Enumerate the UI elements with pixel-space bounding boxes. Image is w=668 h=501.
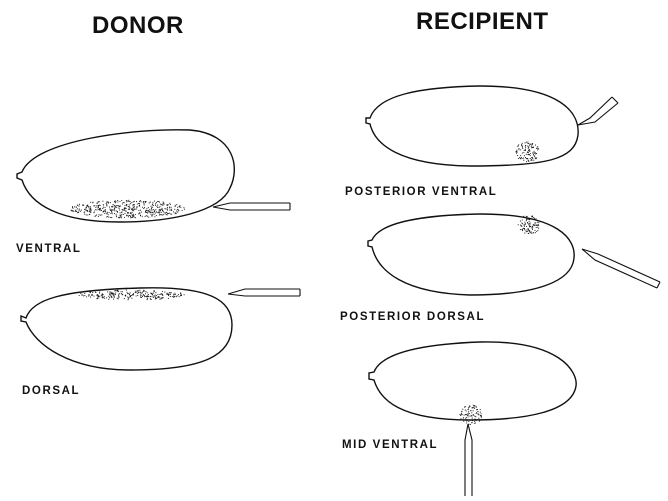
recipient-posterior-ventral-egg-group [366,86,618,166]
donor-dorsal-egg-group [21,288,300,370]
recipient-posterior-ventral-needle [578,97,618,125]
recipient-posterior-dorsal-egg-group [368,214,660,295]
recipient-posterior-ventral-stipple [515,142,539,163]
donor-ventral-needle [213,203,290,210]
donor-ventral-egg-group [17,130,290,222]
recipient-posterior-dorsal-needle [582,249,660,288]
recipient-mid-ventral-egg [369,342,576,420]
recipient-posterior-ventral-egg [366,86,578,166]
donor-ventral-stipple [71,200,185,219]
recipient-posterior-dorsal-egg [368,214,574,295]
recipient-mid-ventral-stipple [459,405,482,425]
donor-dorsal-egg [21,288,232,370]
recipient-mid-ventral-egg-group [369,342,576,496]
recipient-mid-ventral-needle [465,424,472,496]
donor-dorsal-needle [228,289,300,296]
